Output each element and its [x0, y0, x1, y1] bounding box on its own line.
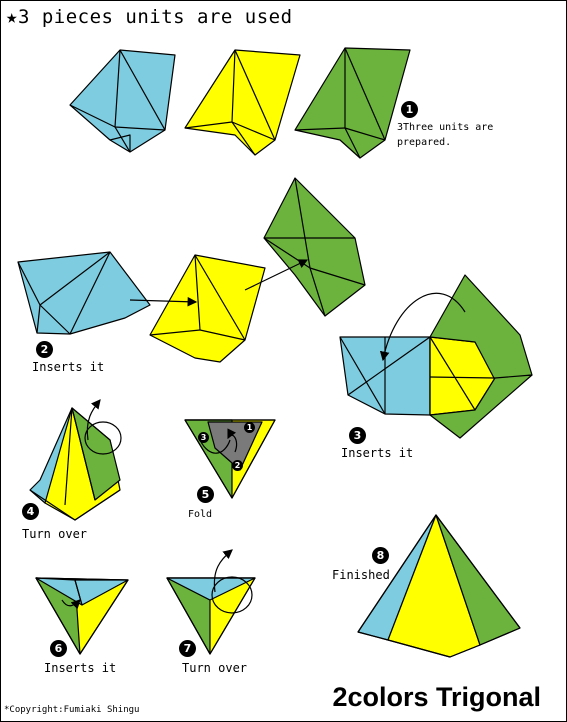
- step-5-number: 5: [197, 486, 214, 503]
- step-7-caption: Turn over: [182, 661, 248, 675]
- header-text: 3 pieces units are used: [17, 6, 293, 28]
- fold-mark-2: 2: [232, 460, 243, 471]
- step2-blue: [17, 251, 151, 335]
- step-7-number: 7: [179, 640, 196, 657]
- step-4-number: 4: [22, 503, 39, 520]
- star-icon: ★: [6, 6, 18, 28]
- step-3-caption: Inserts it: [341, 446, 414, 460]
- step-1-caption-line1: 3Three units are: [397, 122, 494, 133]
- step7-model: [166, 577, 256, 655]
- step-2-number: 2: [36, 341, 53, 358]
- step-8-number: 8: [372, 547, 389, 564]
- step-1-caption-line2: prepared.: [397, 137, 452, 148]
- step2-green: [263, 177, 366, 317]
- page-header: ★3 pieces units are used: [6, 6, 293, 28]
- step6-model: [35, 577, 129, 655]
- page-title: 2colors Trigonal: [332, 682, 541, 712]
- step3-model: [339, 274, 533, 439]
- unit-yellow: [184, 49, 301, 156]
- step4-model: [29, 407, 121, 521]
- step-8-caption: Finished: [332, 568, 390, 582]
- unit-blue: [69, 49, 176, 153]
- step2-yellow: [149, 254, 266, 363]
- step-6-caption: Inserts it: [44, 661, 117, 675]
- finished-model: [357, 514, 521, 658]
- unit-green: [294, 47, 411, 159]
- step-2-caption: Inserts it: [32, 360, 105, 374]
- step-6-number: 6: [50, 640, 67, 657]
- step-1-caption: 3Three units are prepared.: [397, 120, 493, 150]
- step-4-caption: Turn over: [22, 527, 88, 541]
- step-1-number: 1: [401, 101, 418, 118]
- step-5-caption: Fold: [188, 509, 213, 520]
- fold-mark-1: 1: [244, 422, 255, 433]
- copyright: *Copyright:Fumiaki Shingu: [4, 705, 140, 715]
- step-3-number: 3: [349, 427, 366, 444]
- step5-model: [184, 419, 276, 499]
- fold-mark-3: 3: [198, 432, 209, 443]
